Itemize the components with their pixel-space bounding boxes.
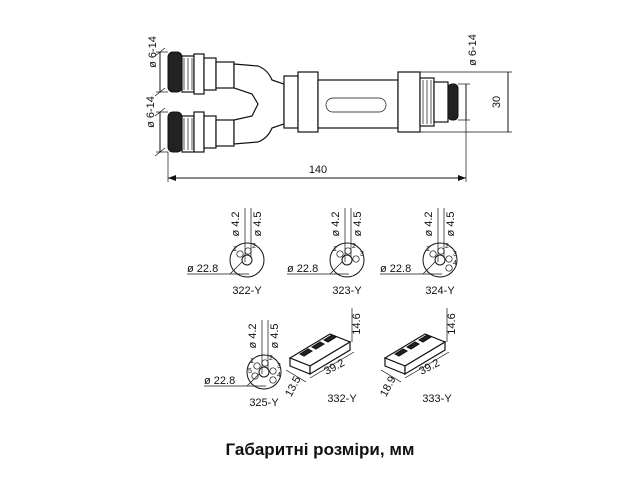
dim-outer-diameter: ø 22.8 — [204, 375, 235, 387]
clamp-lever — [310, 341, 326, 350]
model-label: 325-Y — [249, 397, 279, 409]
center-pin — [341, 254, 353, 266]
pin-number-3: 3 — [360, 251, 364, 258]
y-splitter-body — [233, 63, 285, 145]
pin-hole-3 — [352, 255, 360, 263]
pin-hole-3 — [445, 255, 453, 263]
pin-number-2: 2 — [269, 355, 273, 362]
pin-hole-2 — [437, 247, 445, 255]
model-label: 332-Y — [327, 393, 357, 405]
pin-number-2: 2 — [352, 243, 356, 250]
model-label: 324-Y — [425, 285, 455, 297]
pin-hole-2 — [344, 247, 352, 255]
block-side — [404, 340, 446, 376]
dim-large-diameter: ø 4.5 — [445, 211, 457, 236]
clamp-lever — [405, 341, 421, 350]
clamp-lever — [393, 348, 409, 357]
pin-hole-1 — [336, 250, 344, 258]
dim-small-diameter: ø 4.2 — [330, 211, 342, 236]
dim-bottom-left-diameter: ø 6-14 — [145, 96, 157, 128]
dim-large-diameter: ø 4.5 — [352, 211, 364, 236]
y-connector-drawing: ø 6-14 ø 6-14 ø 6-14 30 140 — [145, 34, 512, 182]
pin-hole-1 — [236, 250, 244, 258]
model-label: 323-Y — [332, 285, 362, 297]
pin-number-2: 2 — [445, 243, 449, 250]
center-pin — [258, 366, 270, 378]
block-side — [309, 340, 351, 376]
dim-small-diameter: ø 4.2 — [247, 323, 259, 348]
model-label: 322-Y — [232, 285, 262, 297]
center-pin — [434, 254, 446, 266]
dim-right-diameter: ø 6-14 — [467, 34, 479, 66]
page-caption: Габаритні розміри, мм — [225, 440, 415, 459]
pin-hole-2 — [261, 359, 269, 367]
pin-hole-5 — [251, 372, 259, 380]
dim-large-diameter: ø 4.5 — [252, 211, 264, 236]
connector-face-outline — [229, 242, 265, 278]
connector-face-outline — [422, 242, 458, 278]
clamp-lever — [417, 334, 433, 343]
center-pin — [241, 254, 253, 266]
dim-small-diameter: ø 4.2 — [423, 211, 435, 236]
clamp-lever — [322, 334, 338, 343]
dim-height: 14.6 — [446, 313, 458, 334]
pin-layout-323-Y: ø 4.2 ø 4.5 ø 22.8 1 23 323-Y — [287, 208, 365, 297]
top-cable-gland — [167, 51, 235, 95]
pin-layout-322-Y: ø 4.2 ø 4.5 ø 22.8 1 2 322-Y — [187, 208, 265, 297]
pin-hole-3 — [269, 367, 277, 375]
dim-large-diameter: ø 4.5 — [269, 323, 281, 348]
pin-number-1: 1 — [233, 246, 237, 253]
dim-outer-diameter: ø 22.8 — [287, 263, 318, 275]
pin-number-1: 1 — [333, 246, 337, 253]
pin-hole-1 — [429, 250, 437, 258]
dim-top-left-diameter: ø 6-14 — [147, 36, 159, 68]
connector-face-outline — [246, 354, 282, 390]
pin-hole-2 — [244, 247, 252, 255]
connector-face-outline — [329, 242, 365, 278]
dim-outer-diameter: ø 22.8 — [187, 263, 218, 275]
pin-number-1: 1 — [250, 358, 254, 365]
dim-outer-diameter: ø 22.8 — [380, 263, 411, 275]
pin-hole-1 — [253, 362, 261, 370]
pin-number-3: 3 — [277, 363, 281, 370]
pin-number-5: 5 — [248, 368, 252, 375]
pin-layout-diagrams: ø 4.2 ø 4.5 ø 22.8 1 2 322-Y ø 4.2 ø 4.5 ø 22.8 1… — [187, 208, 458, 409]
clamp-lever — [298, 348, 314, 357]
pin-number-2: 2 — [252, 243, 256, 250]
dim-small-diameter: ø 4.2 — [230, 211, 242, 236]
pin-hole-4 — [269, 376, 277, 384]
dim-height: 14.6 — [351, 313, 363, 334]
dim-length: 140 — [309, 164, 327, 176]
model-label: 333-Y — [422, 393, 452, 405]
dim-width: 18.9 — [378, 374, 399, 399]
pin-number-4: 4 — [277, 372, 281, 379]
pin-layout-324-Y: ø 4.2 ø 4.5 ø 22.8 1 23 4 324-Y — [380, 208, 458, 297]
bottom-cable-gland — [167, 111, 235, 153]
pin-number-4: 4 — [453, 260, 457, 267]
pin-number-1: 1 — [426, 246, 430, 253]
pin-hole-4 — [445, 264, 453, 272]
dim-height: 30 — [491, 96, 503, 108]
pin-number-3: 3 — [453, 251, 457, 258]
dim-width: 13.5 — [283, 374, 304, 399]
main-housing — [283, 71, 459, 133]
